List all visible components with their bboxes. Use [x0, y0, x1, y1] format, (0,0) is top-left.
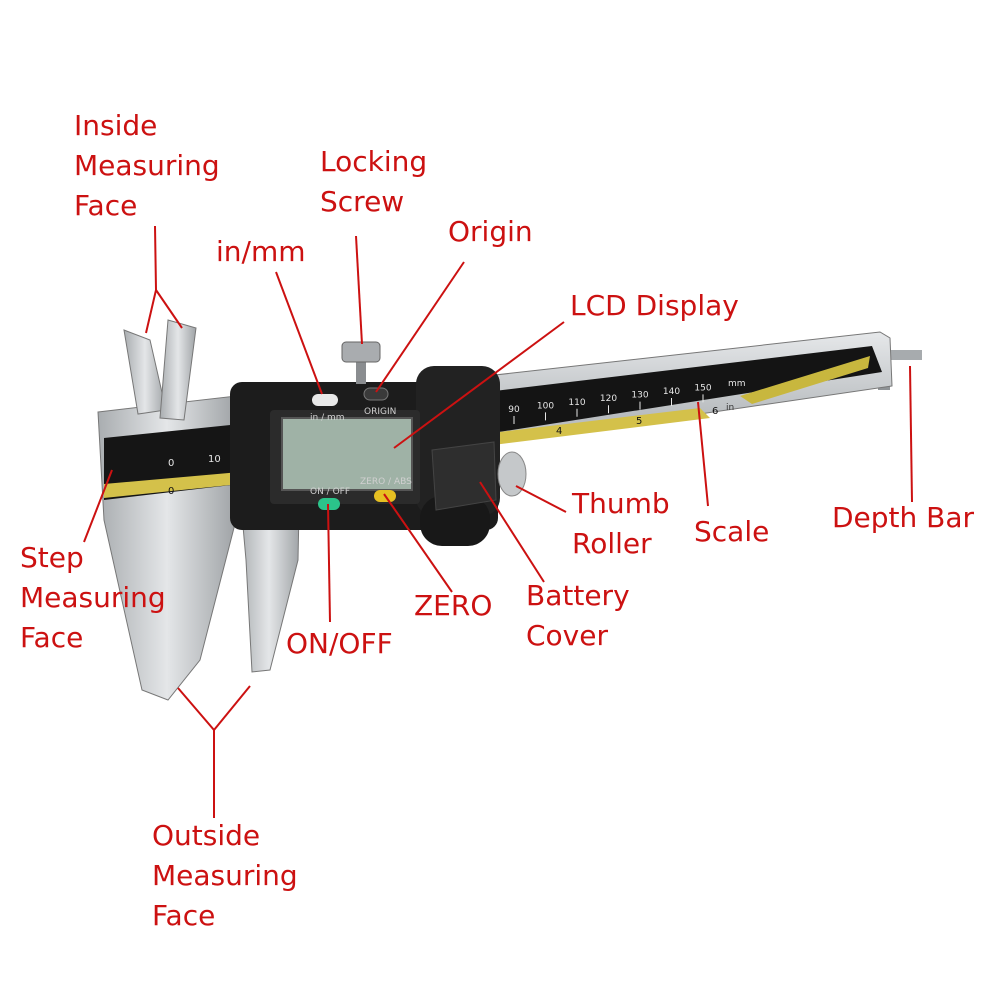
leader-zero	[383, 493, 453, 593]
leader-thumb-roller	[515, 485, 567, 513]
label-scale: Scale	[694, 515, 770, 548]
battery-cover	[431, 441, 497, 511]
inch-scale-number: 4	[556, 426, 562, 437]
leader-on-off	[327, 503, 331, 623]
beam-scale-number: 110	[568, 398, 585, 408]
leader-lines	[83, 225, 913, 818]
label-zero: ZERO	[414, 589, 493, 622]
label-in-mm: in/mm	[216, 235, 306, 268]
label-locking-screw: Locking Screw	[320, 145, 428, 218]
beam-scale-number: 90	[508, 405, 520, 415]
in-mm-text: in / mm	[310, 413, 345, 423]
jaw-scale-number: 0	[168, 458, 174, 469]
leader-battery-cover	[479, 481, 545, 583]
jaw-scale-number: 10	[208, 454, 221, 465]
jaw-inch-zero: 0	[168, 486, 174, 497]
label-inside-measuring-face: Inside Measuring Face	[74, 109, 220, 222]
fixed-jaw	[97, 329, 240, 701]
beam-scale-number: 120	[600, 394, 617, 404]
label-outside-measuring-face: Outside Measuring Face	[152, 819, 298, 932]
leader-inside-measuring-face-branch	[155, 289, 183, 329]
leader-outside-measuring-face-branch	[213, 685, 251, 731]
in-unit-text: in	[726, 403, 734, 413]
label-lcd-display: LCD Display	[570, 289, 739, 322]
inch-scale-number: 5	[636, 416, 642, 427]
label-on-off: ON/OFF	[286, 627, 393, 660]
on-off-text: ON / OFF	[310, 487, 350, 497]
leader-in-mm	[275, 271, 323, 395]
leader-scale	[697, 401, 709, 507]
leader-inside-measuring-face	[145, 225, 158, 334]
label-thumb-roller: Thumb Roller	[572, 487, 670, 560]
in-mm-button[interactable]	[312, 394, 338, 406]
beam-scale: 90 100 110 120 130 140 150 mm in 4 5 6	[508, 379, 745, 437]
lcd-display	[281, 417, 413, 491]
label-battery-cover: Battery Cover	[526, 579, 630, 652]
leader-lcd-display	[393, 321, 565, 449]
beam-scale-number: 100	[537, 401, 554, 411]
leader-outside-measuring-face	[177, 687, 215, 818]
thumb-roller[interactable]	[497, 451, 527, 497]
inch-scale-number: 6	[712, 406, 718, 417]
leader-step-measuring-face	[83, 469, 113, 543]
leader-locking-screw	[355, 235, 363, 345]
origin-button[interactable]	[363, 387, 389, 401]
jaw-scale: 0 10 0	[168, 454, 221, 497]
leader-origin	[375, 261, 465, 393]
label-depth-bar: Depth Bar	[832, 501, 975, 534]
origin-text: ORIGIN	[364, 407, 396, 417]
beam-scale-number: 140	[663, 387, 680, 397]
beam-scale-number: 150	[694, 383, 711, 393]
mm-unit-text: mm	[728, 379, 746, 389]
label-origin: Origin	[448, 215, 533, 248]
locking-screw[interactable]	[341, 341, 381, 384]
label-step-measuring-face: Step Measuring Face	[20, 541, 166, 654]
zero-abs-text: ZERO / ABS	[360, 477, 412, 487]
beam-scale-number: 130	[631, 391, 648, 401]
leader-depth-bar	[909, 365, 913, 503]
